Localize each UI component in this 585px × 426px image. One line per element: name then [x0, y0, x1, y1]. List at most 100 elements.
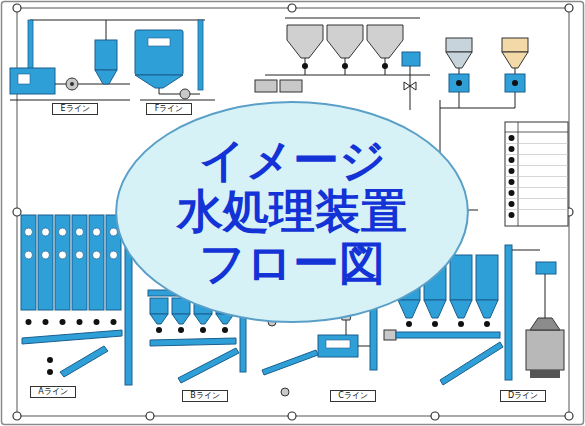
pipe — [159, 88, 160, 94]
line-name: Fライン — [147, 104, 191, 114]
valve-dot — [111, 319, 117, 325]
valve-dot — [178, 327, 184, 333]
table-dot — [509, 135, 515, 141]
chemical-hoppers — [255, 18, 430, 110]
pipe — [440, 108, 515, 109]
table-rule — [505, 165, 568, 166]
valve-box — [384, 330, 396, 340]
table-rule — [505, 209, 568, 210]
table-rule — [505, 176, 568, 177]
line-name: Bライン — [183, 391, 227, 401]
incline-conveyor — [262, 350, 318, 375]
pipe — [515, 68, 516, 74]
silo-cone — [476, 300, 498, 318]
silo — [55, 215, 70, 310]
hopper — [287, 25, 323, 58]
frame-bolt — [565, 412, 573, 420]
tank-plate — [148, 38, 170, 46]
machine-hood — [530, 318, 560, 330]
silo-valves — [26, 319, 117, 325]
frame-bolt — [13, 208, 21, 216]
silo-window — [59, 228, 67, 236]
valve-dot — [458, 321, 464, 327]
silo-window — [42, 251, 50, 259]
line-name: Dライン — [501, 391, 545, 401]
feeder — [402, 52, 420, 66]
pipe — [459, 68, 460, 74]
belt-conveyor — [396, 332, 500, 338]
overlay-title: イメージ 水処理装置 フロー図 — [157, 135, 427, 290]
equipment-table — [505, 122, 568, 226]
cyclone-tank — [95, 40, 117, 70]
base-line — [140, 100, 215, 101]
e-line-equipment — [10, 20, 205, 100]
storage-tank — [135, 30, 183, 75]
table-dot — [509, 157, 515, 163]
frame-bolts — [13, 4, 573, 420]
silo-window — [25, 228, 33, 236]
hopper-valves — [156, 327, 228, 333]
valve-dot — [302, 63, 308, 69]
valve-dot — [60, 319, 66, 325]
belt-conveyor — [150, 338, 236, 346]
valve-dot — [456, 80, 462, 86]
silo-window — [59, 251, 67, 259]
inner-frame — [17, 8, 569, 416]
blower — [255, 80, 277, 92]
table-dot — [509, 146, 515, 152]
valve-dot — [94, 319, 100, 325]
a-line-silos — [21, 215, 132, 385]
silo-window — [76, 251, 84, 259]
pipe — [459, 92, 460, 108]
hopper-cone — [150, 314, 168, 324]
belt-conveyor — [22, 330, 122, 344]
table-dot — [509, 201, 515, 207]
valve-dot — [43, 319, 49, 325]
silo-window — [25, 251, 33, 259]
silo-cone — [398, 300, 420, 318]
bucket-elevator — [505, 245, 512, 380]
pump-symbol — [66, 78, 78, 90]
valve-dot — [382, 63, 388, 69]
line-tag: Cライン — [330, 390, 376, 402]
incline-conveyor — [60, 346, 108, 377]
frame-bolt — [565, 4, 573, 12]
table-row-rules — [505, 144, 568, 210]
pipe — [265, 75, 430, 76]
valve-dot — [342, 63, 348, 69]
tank-plate — [326, 340, 350, 348]
silo-window — [110, 251, 118, 259]
line-tag: Bライン — [182, 390, 228, 402]
frame-bolt — [13, 4, 21, 12]
base-line — [10, 100, 130, 101]
valve-dot — [47, 357, 53, 363]
feeder — [449, 74, 469, 92]
packing-machine — [526, 330, 564, 370]
frame-bolt — [288, 412, 296, 420]
silo — [72, 215, 87, 310]
line-tag: Aライン — [30, 386, 76, 398]
pipe — [545, 274, 546, 318]
table-rule — [505, 198, 568, 199]
hopper-top — [446, 38, 472, 52]
table-dot — [509, 168, 515, 174]
hopper-cone — [194, 314, 212, 324]
valve-dot — [406, 321, 412, 327]
pump-symbol — [180, 89, 190, 99]
f-line-equipment — [135, 20, 215, 100]
silo-window — [110, 228, 118, 236]
silo — [21, 215, 36, 310]
silo-window — [42, 228, 50, 236]
machine-base — [530, 370, 560, 378]
silo-window — [76, 228, 84, 236]
hopper-cone — [172, 314, 190, 324]
line-tag: Fライン — [146, 103, 192, 115]
frame-bolt — [146, 412, 154, 420]
line-tag: Dライン — [500, 390, 546, 402]
silo-cone — [424, 300, 446, 318]
silo-cone — [450, 300, 472, 318]
valve-dot — [47, 369, 53, 375]
table-dot — [509, 179, 515, 185]
table-dot — [509, 212, 515, 218]
incline-conveyor — [440, 342, 503, 385]
